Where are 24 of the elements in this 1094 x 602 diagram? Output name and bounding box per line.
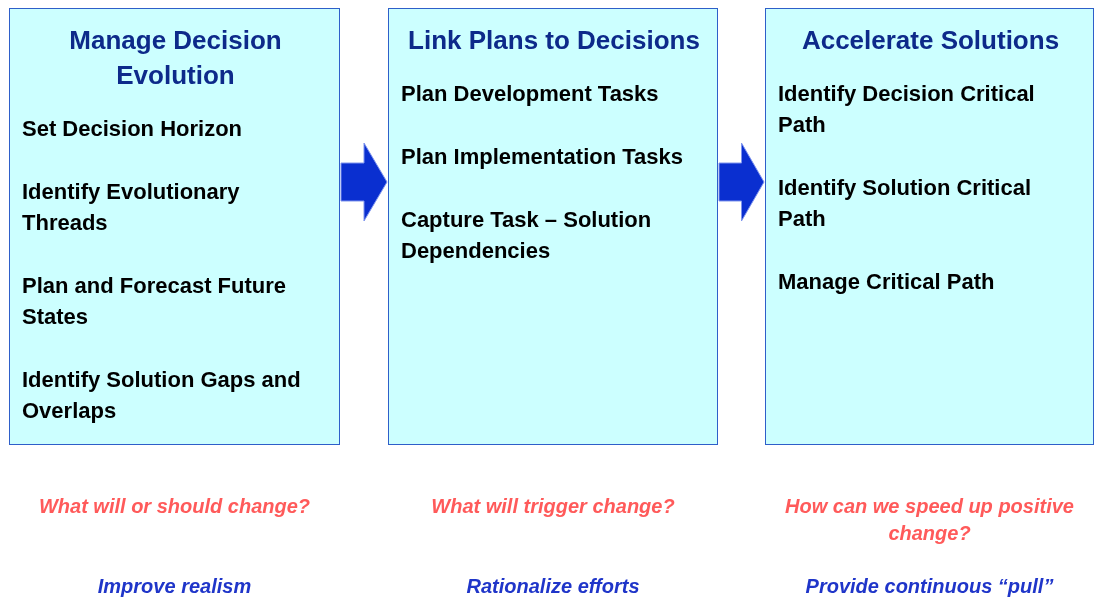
box-heading: Link Plans to Decisions — [407, 24, 701, 57]
question-text: What will trigger change? — [430, 494, 676, 519]
box-item: Plan Implementation Tasks — [401, 143, 684, 171]
box-item: Identify Decision Critical Path — [778, 80, 1036, 139]
goal-text: Provide continuous “pull” — [804, 574, 1055, 599]
block-arrow — [340, 142, 388, 222]
goal-text: Rationalize efforts — [465, 574, 641, 599]
box-item: Identify Evolutionary Threads — [22, 178, 241, 237]
box-item: Plan and Forecast Future States — [22, 272, 288, 331]
box-item: Identify Solution Critical Path — [778, 174, 1032, 233]
question-text: What will or should change? — [37, 494, 312, 519]
goal-text: Improve realism — [96, 574, 253, 599]
box-item: Identify Solution Gaps and Overlaps — [22, 366, 302, 425]
process-box — [9, 8, 340, 445]
process-box — [765, 8, 1094, 445]
box-heading: Accelerate Solutions — [800, 24, 1061, 57]
box-heading: Manage Decision Evolution — [68, 24, 283, 92]
box-item: Set Decision Horizon — [22, 115, 244, 143]
box-item: Capture Task – Solution Dependencies — [401, 206, 653, 265]
question-text: How can we speed up positive change? — [784, 494, 1075, 546]
process-box — [388, 8, 718, 445]
block-arrow — [718, 142, 765, 222]
box-item: Manage Critical Path — [778, 268, 996, 296]
box-item: Plan Development Tasks — [401, 80, 660, 108]
